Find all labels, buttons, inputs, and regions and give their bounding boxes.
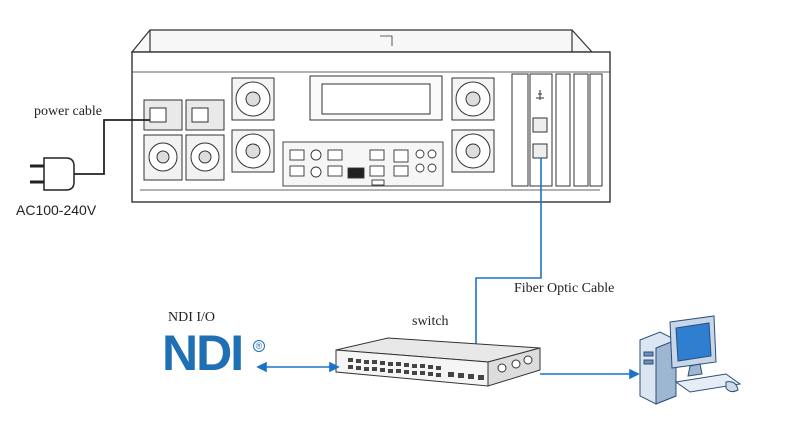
- computer-icon: [639, 315, 742, 405]
- power-supply-modules: [143, 99, 225, 181]
- switch-to-computer-link: [540, 368, 640, 380]
- fiber-optic-cable-label: Fiber Optic Cable: [514, 281, 615, 296]
- power-cable: [72, 119, 150, 175]
- ndi-io-label: NDI I/O: [168, 310, 216, 325]
- power-plug-icon: [30, 157, 75, 191]
- fiber-optic-cable: [475, 158, 542, 382]
- io-port-panel: [282, 141, 444, 187]
- ndi-trademark-symbol: ®: [253, 340, 265, 352]
- expansion-slots: [511, 73, 603, 187]
- switch-label: switch: [412, 314, 449, 329]
- ndi-logo: NDI: [162, 325, 244, 381]
- access-panel: [309, 75, 443, 121]
- power-cable-label: power cable: [34, 104, 103, 119]
- network-switch: [335, 337, 541, 387]
- ndi-to-switch-link: [256, 361, 340, 373]
- cooling-fans: [231, 77, 495, 173]
- ac-voltage-label: AC100-240V: [16, 202, 97, 218]
